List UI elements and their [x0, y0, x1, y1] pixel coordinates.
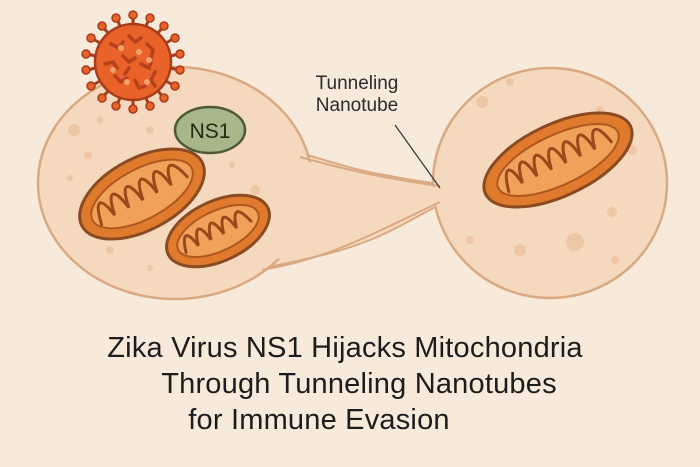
nanotube-label-line2: Nanotube — [315, 95, 399, 116]
nanotube-label-line1: Tunneling — [315, 73, 399, 94]
mitochondrion-icon — [165, 193, 271, 269]
nanotube-pointer-line — [394, 124, 441, 189]
tunneling-nanotube-label: Tunneling Nanotube — [292, 73, 422, 117]
title-line-1: Zika Virus NS1 Hijacks Mitochondria — [107, 332, 583, 364]
mitochondrion-icon — [78, 147, 206, 241]
title-line-3: for Immune Evasion — [188, 404, 450, 436]
figure-title: Zika Virus NS1 Hijacks Mitochondria Thro… — [0, 330, 700, 438]
title-line-2: Through Tunneling Nanotubes — [161, 368, 557, 400]
mitochondrion-icon — [482, 111, 634, 209]
right-cell-granules — [466, 78, 637, 264]
ns1-label: NS1 — [190, 120, 231, 143]
zika-virus-icon — [81, 10, 185, 114]
ns1-protein-icon: NS1 — [173, 105, 247, 155]
